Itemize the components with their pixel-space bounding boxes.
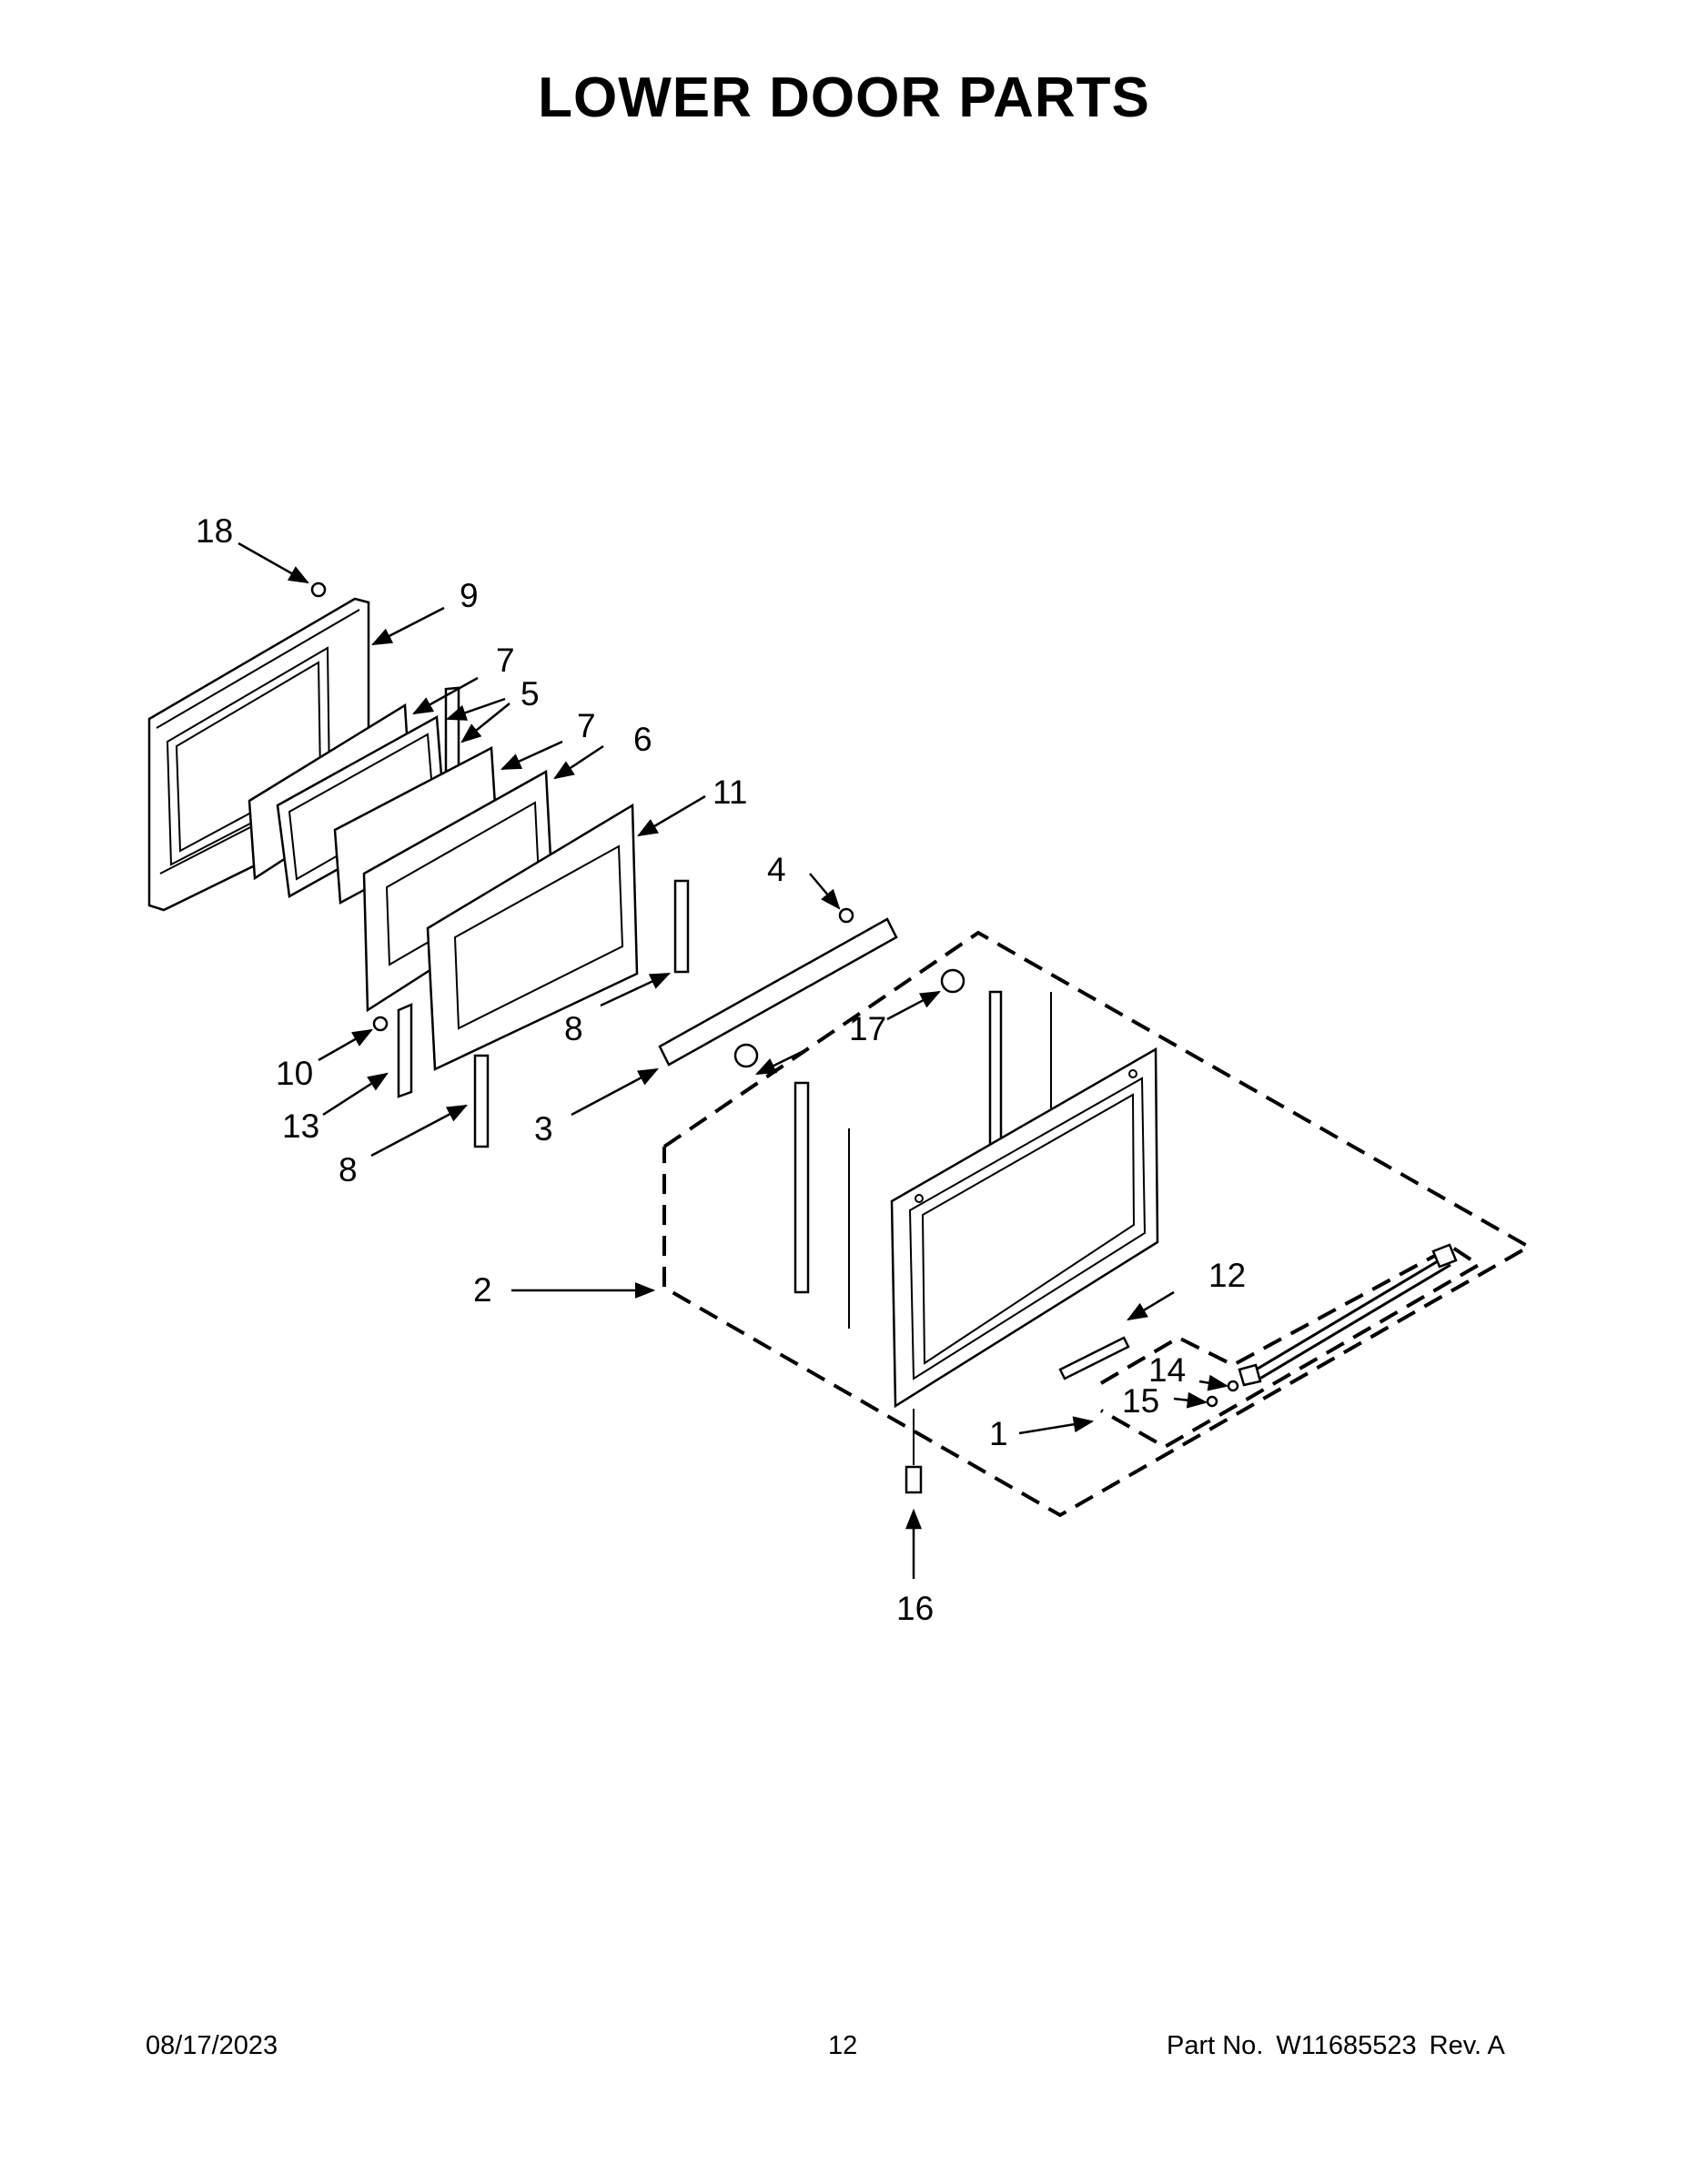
screw-part-4 — [838, 907, 854, 924]
side-gasket-left — [793, 1081, 810, 1294]
footer-date: 08/17/2023 — [146, 2031, 278, 2060]
door-assembly-outline-part-2 — [662, 930, 1533, 1518]
washer-part-14 — [1227, 1380, 1239, 1392]
callout-2: 2 — [473, 1271, 492, 1309]
callout-14: 14 — [1148, 1351, 1186, 1389]
callout-13: 13 — [282, 1107, 319, 1145]
callout-7-rear: 7 — [496, 642, 515, 679]
callout-7-front: 7 — [577, 707, 596, 744]
footer-page-number: 12 — [828, 2031, 858, 2060]
part-number-label: Part No. — [1167, 2031, 1264, 2060]
screw-part-16 — [905, 1409, 923, 1494]
screw-part-18 — [310, 581, 327, 598]
callout-8-upper: 8 — [564, 1010, 583, 1047]
footer-part-info: Part No. W11685523 Rev. A — [1167, 2031, 1518, 2061]
callout-9: 9 — [460, 577, 479, 614]
callout-18: 18 — [196, 512, 233, 550]
part-number-value: W11685523 — [1276, 2031, 1417, 2060]
callout-11: 11 — [713, 774, 747, 811]
handle-part-1 — [1238, 1243, 1458, 1387]
callout-8-lower: 8 — [339, 1151, 358, 1188]
outer-door-panel-part-1 — [890, 1046, 1159, 1409]
callout-3: 3 — [534, 1110, 553, 1148]
callout-4: 4 — [767, 851, 786, 888]
revision-label: Rev. A — [1429, 2031, 1505, 2060]
callout-1: 1 — [989, 1415, 1008, 1452]
leader-lines — [238, 541, 1229, 1579]
bumper-part-17-upper — [940, 968, 965, 994]
screw-part-15 — [1206, 1395, 1218, 1408]
screw-part-10 — [372, 1016, 389, 1032]
callout-12: 12 — [1208, 1257, 1246, 1294]
callout-10: 10 — [276, 1055, 313, 1092]
callout-16: 16 — [896, 1590, 934, 1627]
nameplate-part-12 — [1058, 1336, 1130, 1380]
hinge-part-8-lower — [473, 1054, 490, 1148]
hinge-part-8-upper — [673, 879, 690, 974]
page-title: LOWER DOOR PARTS — [538, 66, 1150, 129]
vent-trim-part-3 — [658, 917, 898, 1067]
callout-15: 15 — [1122, 1382, 1159, 1420]
callout-17: 17 — [849, 1010, 886, 1047]
door-liner-part-11 — [426, 803, 639, 1071]
callout-6: 6 — [633, 721, 652, 758]
bracket-part-13 — [397, 1003, 413, 1098]
bumper-part-17-lower — [733, 1043, 759, 1068]
callout-5: 5 — [521, 675, 540, 713]
